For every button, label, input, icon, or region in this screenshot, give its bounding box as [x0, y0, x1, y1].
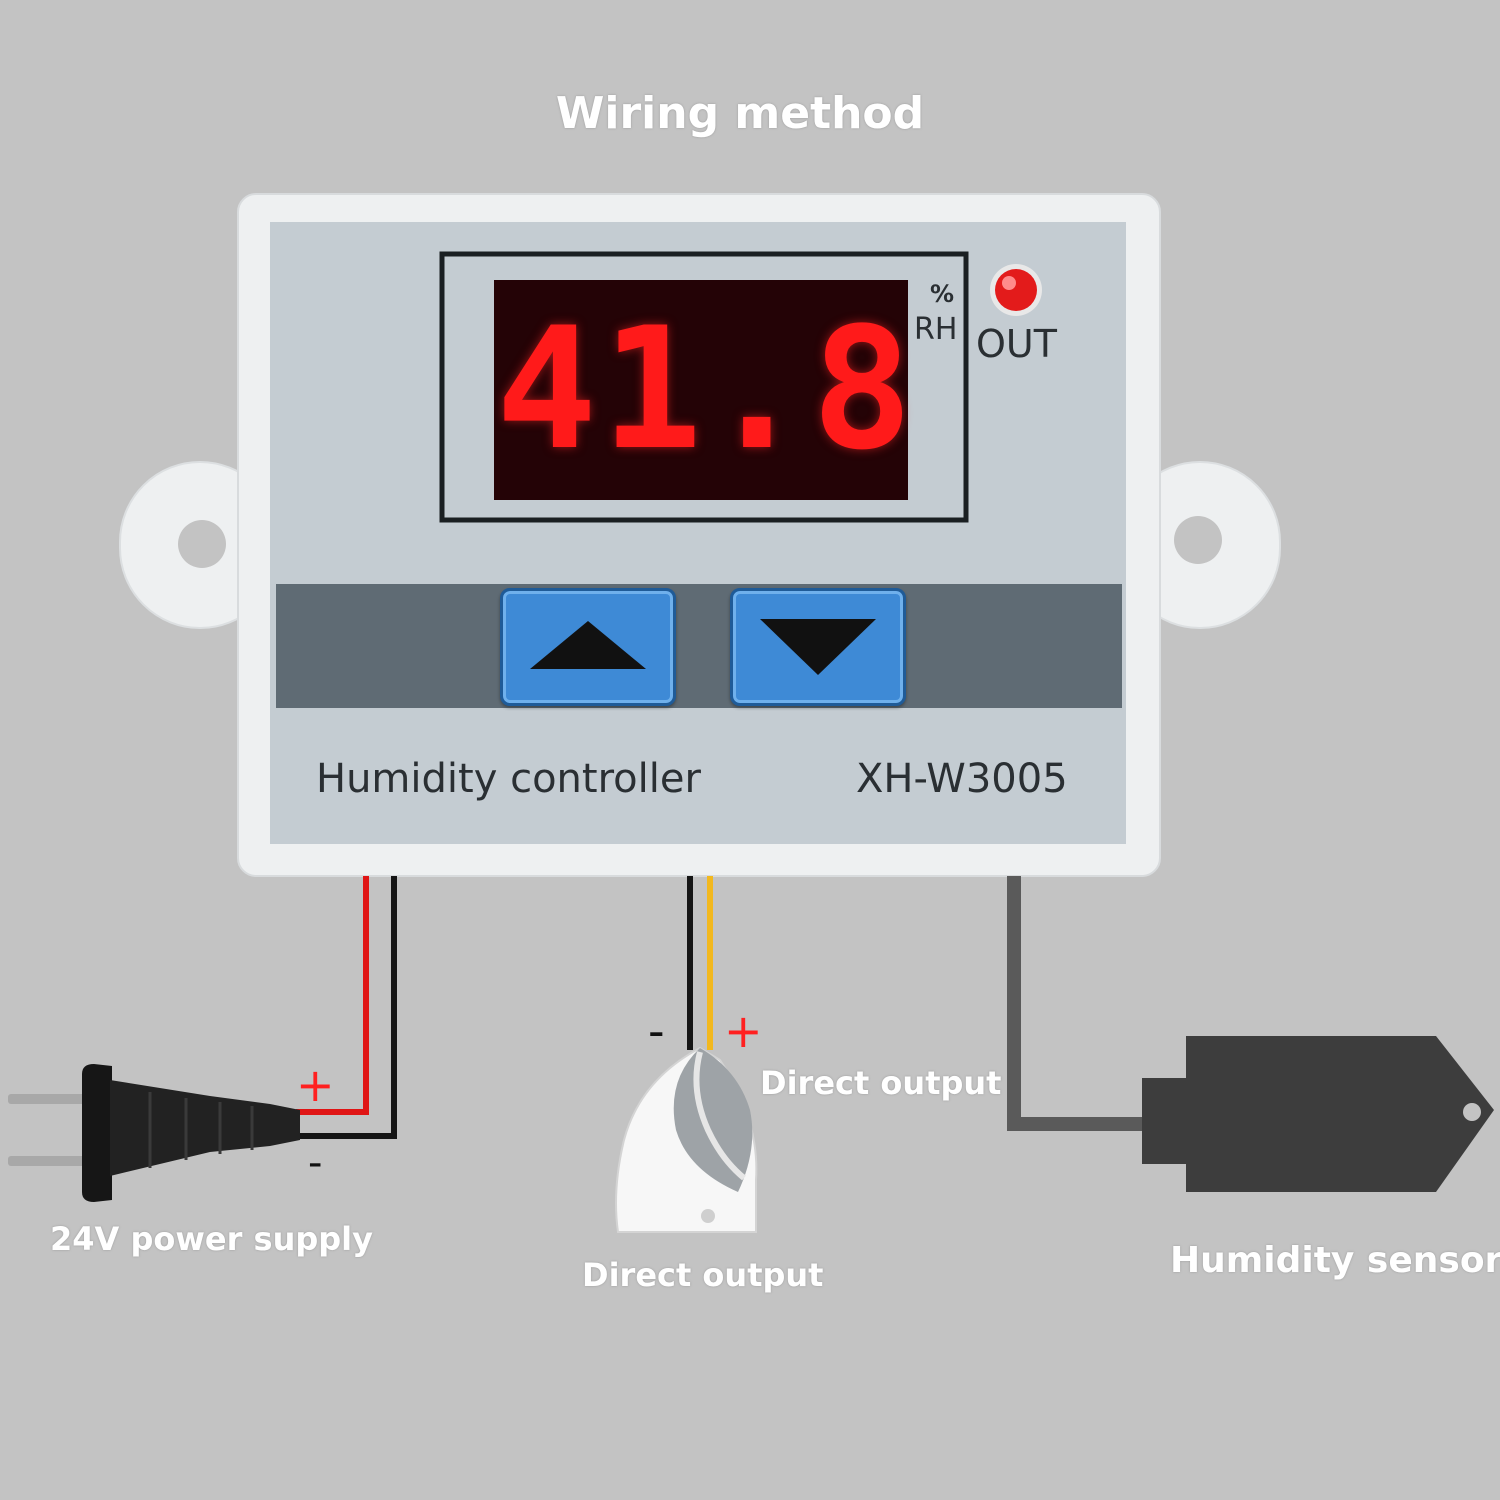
power-wires	[296, 876, 397, 1139]
triangle-up-icon	[530, 621, 646, 669]
lamp-holder-icon	[615, 1046, 758, 1233]
page-title: Wiring method	[555, 88, 925, 139]
humidity-sensor-label: Humidity sensor	[1170, 1240, 1500, 1281]
device-name-label: Humidity controller	[316, 756, 701, 802]
lamp-output-label: Direct output	[582, 1256, 824, 1294]
power-minus-sign: -	[308, 1140, 323, 1186]
decrease-button[interactable]	[730, 588, 906, 706]
output-minus-sign: -	[648, 1004, 665, 1058]
out-indicator-led	[990, 264, 1042, 316]
increase-button[interactable]	[500, 588, 676, 706]
unit-rh-label: RH	[914, 312, 958, 347]
unit-percent-label: %	[930, 280, 955, 308]
output-wires	[687, 876, 713, 1050]
sensor-wire	[1007, 876, 1148, 1131]
output-plus-sign: +	[724, 1004, 763, 1058]
display-screen	[494, 280, 908, 500]
triangle-down-icon	[760, 619, 876, 675]
out-indicator-label: OUT	[976, 322, 1057, 366]
direct-output-label: Direct output	[760, 1064, 1002, 1102]
display-frame	[439, 251, 969, 523]
power-plug-icon	[8, 1064, 300, 1202]
humidity-sensor-icon	[1142, 1036, 1494, 1192]
power-plus-sign: +	[296, 1058, 335, 1112]
power-supply-label: 24V power supply	[50, 1220, 373, 1258]
button-strip	[276, 584, 1122, 708]
humidity-display-value: 41.8	[496, 291, 917, 487]
device-model-label: XH-W3005	[856, 756, 1068, 802]
